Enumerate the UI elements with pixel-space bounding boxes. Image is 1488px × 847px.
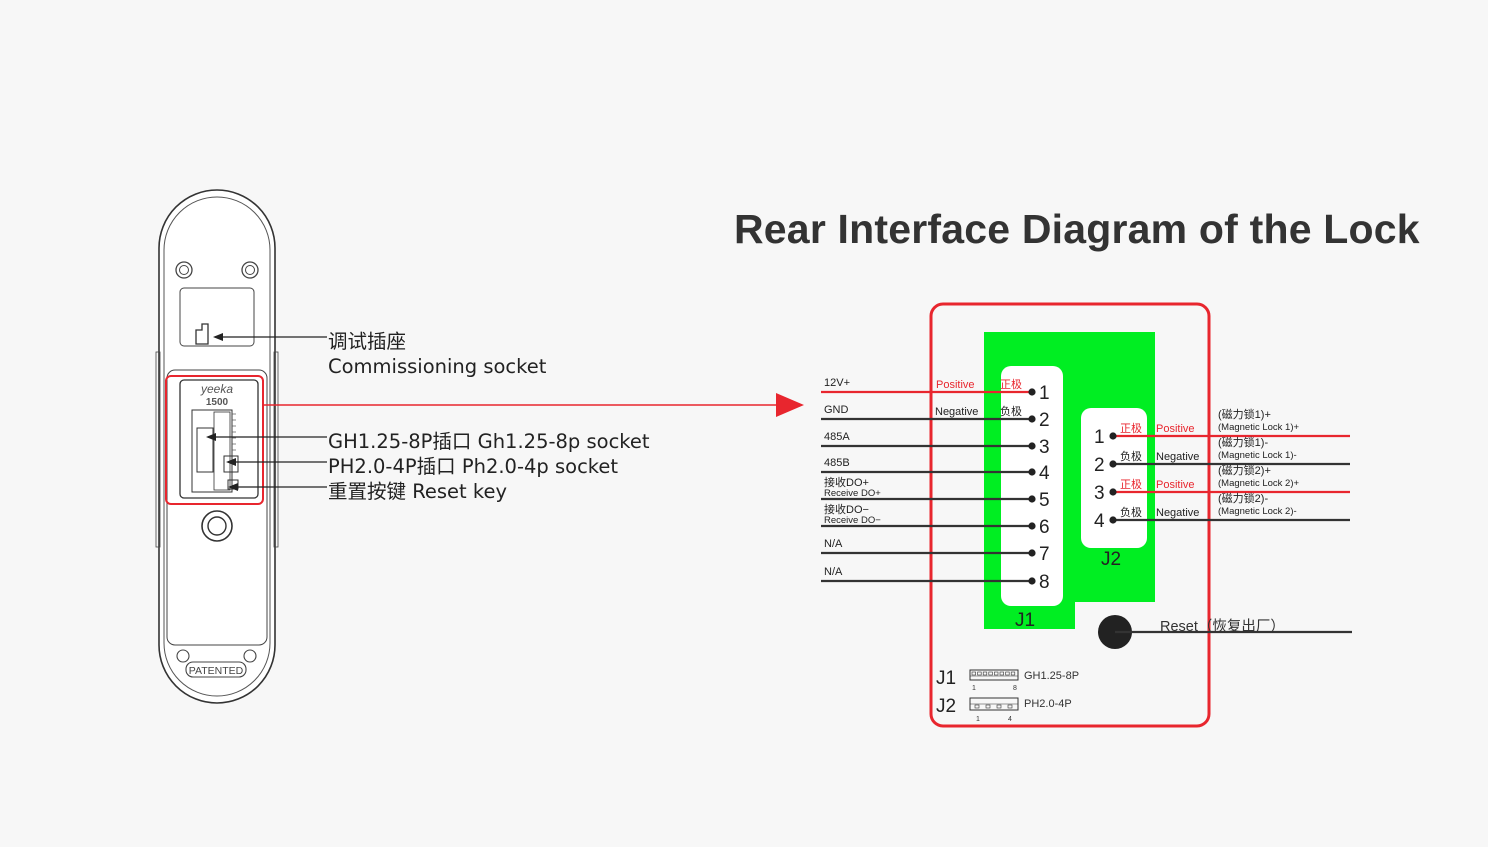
model-text: 1500	[206, 397, 229, 408]
j2-board-label: J2	[1101, 549, 1121, 570]
lock-rear-drawing: yeeka 1500 PATENTED	[155, 189, 327, 704]
j2-polarity-en-4: Negative	[1156, 507, 1199, 519]
j2-polarity-cn-2: 负极	[1120, 449, 1142, 463]
j1-signal-label-8: N/A	[824, 566, 843, 578]
j1-signal-sublabel-6: Receive DO−	[824, 515, 881, 526]
legend-j2-start: 1	[976, 716, 980, 723]
j1-pin-number-3: 3	[1039, 437, 1050, 458]
legend-j1-pin	[994, 671, 999, 676]
j1-pin-dot-6	[1028, 522, 1036, 530]
j1-pin-number-1: 1	[1039, 383, 1050, 404]
j2-desc-cn-4: (磁力锁2)-	[1218, 491, 1268, 505]
j1-signal-label-7: N/A	[824, 538, 843, 550]
connection-arrow	[263, 393, 804, 417]
j1-pin-dot-3	[1028, 442, 1036, 450]
j2-desc-cn-2: (磁力锁1)-	[1218, 435, 1268, 449]
j2-polarity-cn-3: 正极	[1120, 477, 1142, 491]
j1-polarity-cn-2: 负极	[1000, 404, 1022, 418]
j1-signal-label-4: 485B	[824, 457, 850, 469]
ph-socket-label: PH2.0-4P插口 Ph2.0-4p socket	[328, 455, 619, 478]
j1-signal-label-3: 485A	[824, 431, 850, 443]
j2-desc-en-4: (Magnetic Lock 2)-	[1218, 506, 1297, 517]
legend-j2-type: PH2.0-4P	[1024, 698, 1072, 710]
knob	[201, 510, 233, 542]
j1-pin-dot-4	[1028, 468, 1036, 476]
gh-socket-label: GH1.25-8P插口 Gh1.25-8p socket	[328, 430, 650, 453]
legend-j1-label: J1	[936, 668, 956, 689]
j2-desc-en-3: (Magnetic Lock 2)+	[1218, 478, 1300, 489]
j2-pin-dot-2	[1109, 460, 1117, 468]
legend-j1-pin	[977, 671, 982, 676]
j1-pin-number-4: 4	[1039, 463, 1050, 484]
j1-polarity-cn-1: 正极	[1000, 377, 1022, 391]
legend-j1-pin	[1005, 671, 1010, 676]
j2-pin-number-4: 4	[1094, 511, 1105, 532]
j1-pin-dot-1	[1028, 388, 1036, 396]
reset-key-label: 重置按键 Reset key	[328, 480, 508, 503]
page-title: Rear Interface Diagram of the Lock	[734, 206, 1420, 252]
j1-pin-number-5: 5	[1039, 490, 1050, 511]
legend-j1-pin	[982, 671, 988, 676]
reset-label: Reset（恢复出厂）	[1160, 617, 1285, 635]
j1-polarity-en-1: Positive	[936, 379, 975, 391]
commissioning-socket-icon	[195, 323, 209, 345]
j1-board-label: J1	[1015, 610, 1035, 631]
j2-desc-en-2: (Magnetic Lock 1)-	[1218, 450, 1297, 461]
j1-pin-number-8: 8	[1039, 572, 1050, 593]
j1-signal-label-5: 接收DO+	[824, 475, 869, 489]
brand-text: yeeka	[200, 382, 233, 396]
screw-top-right	[241, 261, 259, 279]
legend-j1-pin	[988, 671, 993, 676]
j1-pin-dot-5	[1028, 495, 1036, 503]
j1-pin-number-7: 7	[1039, 544, 1050, 565]
legend-j1-type: GH1.25-8P	[1024, 670, 1079, 682]
j2-desc-cn-1: (磁力锁1)+	[1218, 407, 1271, 421]
j2-pin-number-3: 3	[1094, 483, 1105, 504]
j2-polarity-en-1: Positive	[1156, 423, 1195, 435]
commissioning-label-cn: 调试插座	[328, 330, 407, 353]
legend-j2-label: J2	[936, 696, 956, 717]
arrow-head-icon	[776, 393, 804, 417]
j2-polarity-cn-4: 负极	[1120, 505, 1142, 519]
j1-signal-label-1: 12V+	[824, 377, 850, 389]
j2-pin-number-1: 1	[1094, 427, 1105, 448]
j2-desc-en-1: (Magnetic Lock 1)+	[1218, 422, 1300, 433]
commissioning-label-en: Commissioning socket	[328, 355, 547, 378]
j2-pin-dot-3	[1109, 488, 1117, 496]
j1-signal-sublabel-5: Receive DO+	[824, 488, 881, 499]
j2-desc-cn-3: (磁力锁2)+	[1218, 463, 1271, 477]
wiring-diagram: J1 J2 1 12V+ Positive 正极 2 GND Negative 负极 3 485A…	[821, 302, 1352, 728]
j1-pin-dot-2	[1028, 415, 1036, 423]
j2-polarity-en-2: Negative	[1156, 451, 1199, 463]
legend-j2-pin	[996, 704, 1002, 709]
screw-top-left	[175, 261, 193, 279]
legend-j2-pin	[974, 704, 980, 709]
legend-j2-pin	[985, 704, 991, 709]
legend-j1-pin	[1010, 671, 1016, 676]
patent-text: PATENTED	[189, 665, 244, 677]
j2-pin-dot-4	[1109, 516, 1117, 524]
j1-pin-number-2: 2	[1039, 410, 1050, 431]
legend-j1-pin	[971, 671, 976, 676]
j2-polarity-cn-1: 正极	[1120, 421, 1142, 435]
legend-j2-end: 4	[1008, 716, 1012, 723]
legend-j1-pin	[999, 671, 1004, 676]
j1-pin-dot-8	[1028, 577, 1036, 585]
j2-polarity-en-3: Positive	[1156, 479, 1195, 491]
j1-pin-dot-7	[1028, 549, 1036, 557]
j2-pin-number-2: 2	[1094, 455, 1105, 476]
j1-polarity-en-2: Negative	[935, 406, 978, 418]
j1-signal-label-6: 接收DO−	[824, 502, 869, 516]
legend-j2-pin	[1007, 704, 1013, 709]
j2-pin-dot-1	[1109, 432, 1117, 440]
legend-j1-start: 1	[972, 685, 976, 692]
j1-pin-number-6: 6	[1039, 517, 1050, 538]
j1-signal-label-2: GND	[824, 404, 849, 416]
legend-j1-end: 8	[1013, 685, 1017, 692]
